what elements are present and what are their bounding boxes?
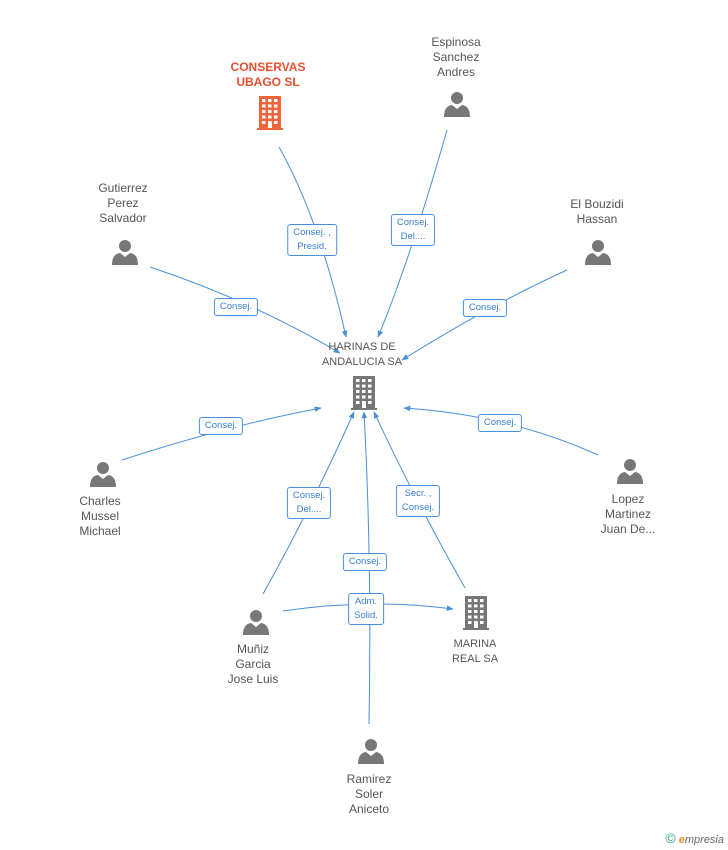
node-label-lopez[interactable]: Lopez Martinez Juan De... [600, 492, 656, 536]
node-label-bouzidi[interactable]: El Bouzidi Hassan [570, 197, 624, 226]
person-icon[interactable] [444, 92, 470, 117]
footer-brand: ©empresia [665, 830, 724, 846]
relation-badge-marina[interactable]: Secr. , Consej. [395, 485, 441, 517]
copyright-symbol: © [665, 830, 676, 846]
relation-badge-charles[interactable]: Consej. [198, 417, 244, 435]
relation-badge-espinosa[interactable]: Consej. Del.... [390, 214, 436, 246]
relation-badge-ramirez[interactable]: Consej. [342, 553, 388, 571]
node-label-ramirez[interactable]: Ramirez Soler Aniceto [346, 772, 392, 816]
person-icon[interactable] [617, 459, 643, 484]
company-building-icon[interactable] [351, 376, 377, 410]
brand-logo-e: e [678, 834, 685, 846]
relation-badge-lopez[interactable]: Consej. [477, 414, 523, 432]
person-icon[interactable] [90, 462, 116, 487]
node-label-marina[interactable]: MARINA REAL SA [451, 638, 499, 665]
relation-badge-bouzidi[interactable]: Consej. [462, 299, 508, 317]
main-company-building-icon[interactable] [257, 96, 283, 130]
person-icon[interactable] [112, 240, 138, 265]
relation-badge-muniz[interactable]: Consej. Del.... [286, 487, 332, 519]
relation-badge-conservas[interactable]: Consej. , Presid. [287, 224, 337, 256]
node-label-muniz[interactable]: Muñiz Garcia Jose Luis [227, 642, 279, 686]
node-label-harinas[interactable]: HARINAS DE ANDALUCIA SA [321, 341, 403, 368]
node-label-charles[interactable]: Charles Mussel Michael [79, 494, 121, 538]
person-icon[interactable] [358, 739, 384, 764]
edge-espinosa-to-harinas [377, 129, 448, 338]
relation-badge-gutierrez[interactable]: Consej. [213, 298, 259, 316]
person-icon[interactable] [243, 610, 269, 635]
node-label-gutierrez[interactable]: Gutierrez Perez Salvador [98, 181, 148, 225]
person-icon[interactable] [585, 240, 611, 265]
brand-name: mpresia [684, 834, 724, 846]
company-building-icon[interactable] [463, 596, 489, 630]
node-label-conservas[interactable]: CONSERVAS UBAGO SL [230, 60, 306, 89]
relation-badge-muniz[interactable]: Adm. Solid. [348, 593, 384, 625]
node-label-espinosa[interactable]: Espinosa Sanchez Andres [431, 35, 481, 79]
